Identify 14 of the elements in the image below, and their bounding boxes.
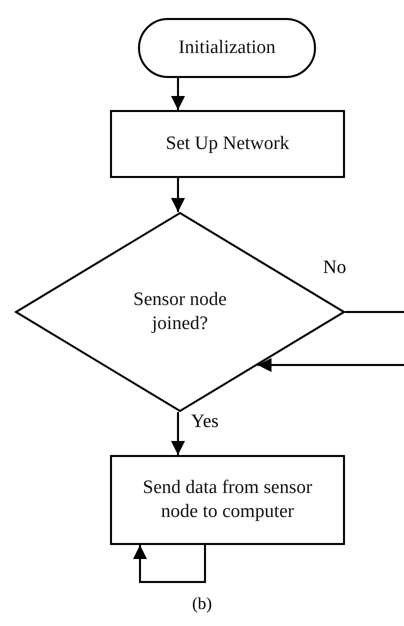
arrow — [258, 358, 404, 372]
arrow — [171, 178, 185, 212]
connector-line — [345, 311, 404, 313]
process-box — [110, 110, 345, 178]
arrow — [171, 78, 185, 110]
decision-diamond — [15, 212, 345, 412]
node-text: Set Up Network — [166, 132, 290, 156]
node-text: Send data from sensor node to computer — [142, 476, 314, 524]
arrow — [171, 412, 185, 455]
process-box — [110, 455, 345, 545]
node-text: Sensor node joined? — [132, 288, 228, 336]
node-text: Initialization — [178, 36, 276, 60]
figure-caption: (b) — [192, 594, 212, 613]
loop-arrow — [133, 545, 206, 583]
